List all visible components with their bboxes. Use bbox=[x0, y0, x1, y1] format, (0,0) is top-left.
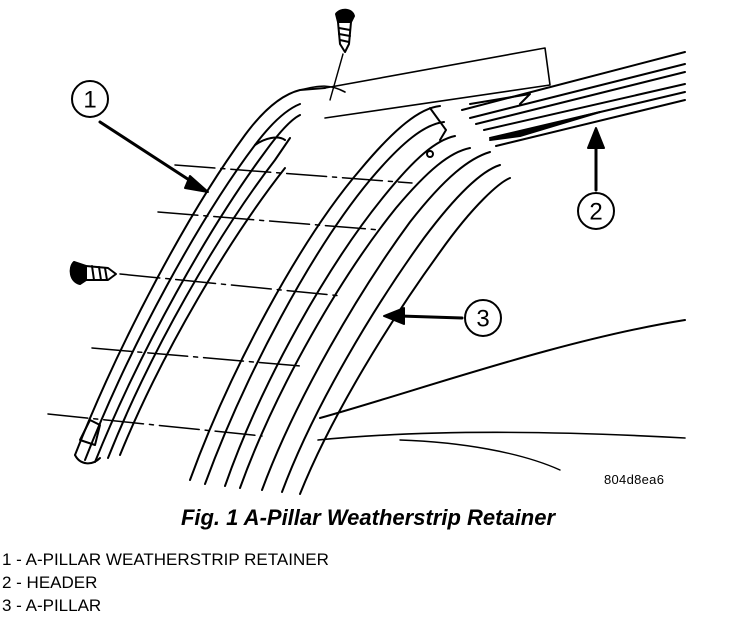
legend-item-2: 2 - HEADER bbox=[2, 573, 98, 592]
windshield-glass bbox=[324, 47, 551, 119]
screw-side bbox=[69, 261, 117, 285]
callout-1 bbox=[71, 80, 209, 193]
body-contour bbox=[317, 431, 686, 441]
figure-code: 804d8ea6 bbox=[604, 472, 665, 487]
callout-2 bbox=[577, 127, 615, 230]
callout-3 bbox=[383, 299, 502, 337]
callout-3-label: 3 bbox=[476, 306, 489, 333]
screw-top bbox=[335, 8, 355, 53]
callout-2-label: 2 bbox=[589, 199, 602, 226]
a-pillar-diagram: 1 2 3 bbox=[47, 8, 686, 495]
legend-item-1: 1 - A-PILLAR WEATHERSTRIP RETAINER bbox=[2, 550, 329, 569]
a-pillar-body bbox=[189, 105, 511, 495]
header-rail bbox=[461, 51, 686, 147]
legend-item-3: 3 - A-PILLAR bbox=[2, 596, 102, 615]
weatherstrip-retainer bbox=[74, 85, 346, 465]
door-contour bbox=[319, 319, 686, 419]
legend: 1 - A-PILLAR WEATHERSTRIP RETAINER 2 - H… bbox=[2, 548, 329, 617]
alignment-lines bbox=[47, 164, 413, 437]
figure-caption: Fig. 1 A-Pillar Weatherstrip Retainer bbox=[180, 505, 556, 530]
callout-1-label: 1 bbox=[83, 87, 96, 114]
